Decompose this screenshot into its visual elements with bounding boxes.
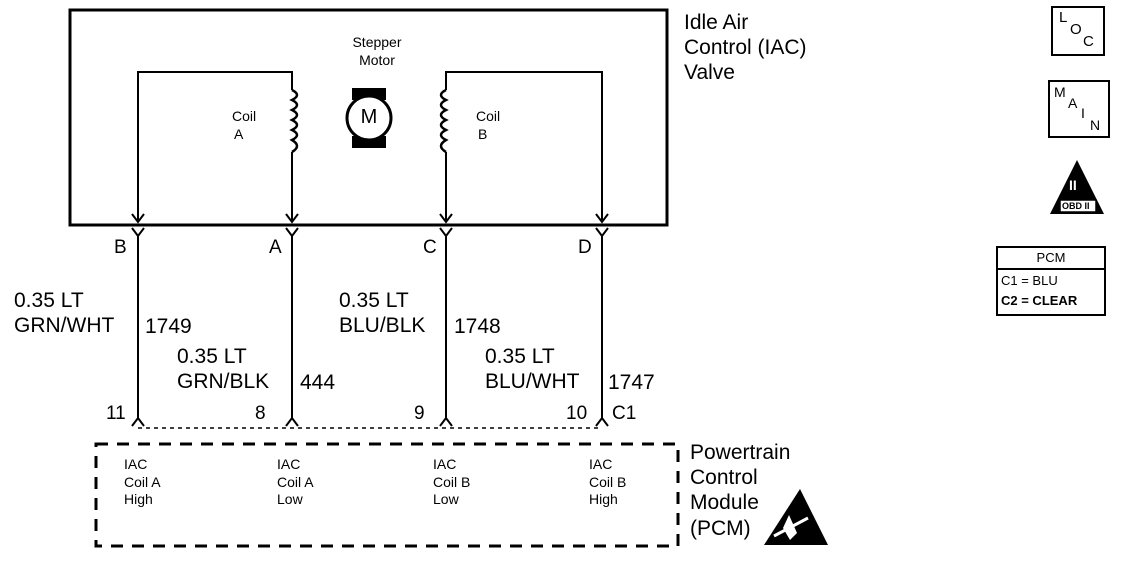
- pcm-key-header: PCM: [998, 248, 1104, 270]
- main-letter-a: A: [1068, 95, 1078, 111]
- pcm-connector-key: PCM C1 = BLU C2 = CLEAR: [996, 246, 1106, 316]
- loc-letter-l: L: [1059, 9, 1068, 26]
- wire-3-color: 0.35 LT BLU/BLK: [339, 288, 425, 338]
- esd-sensitive-icon: [764, 489, 828, 545]
- loc-letter-o: O: [1070, 21, 1082, 38]
- iac-title-line-2: Control (IAC): [684, 36, 807, 60]
- main-letter-n: N: [1090, 117, 1101, 133]
- motor-circle: [345, 94, 393, 142]
- pcm-pin-10: 10: [566, 403, 588, 424]
- pcm-pin-11: 11: [106, 403, 126, 424]
- coil-b-line-1: Coil: [476, 108, 501, 124]
- coil-a-lead-left: [137, 71, 293, 220]
- obd-ii-symbol: II: [1069, 177, 1077, 193]
- valve-pin-a: A: [269, 237, 282, 258]
- wire-4-size: 0.35 LT: [485, 345, 555, 368]
- wire-4-circuit: 1747: [608, 371, 655, 394]
- coil-b-lead-right: [445, 71, 603, 220]
- wire-2-size: 0.35 LT: [177, 345, 247, 368]
- coil-a-line-1: Coil: [232, 108, 257, 124]
- pcm-terminal-1: IAC Coil A High: [124, 456, 161, 509]
- main-badge: M A I N: [1048, 80, 1110, 138]
- stepper-label-line-1: Stepper: [352, 34, 402, 50]
- wire-3-size: 0.35 LT: [339, 289, 409, 312]
- pcm-terminal-3: IAC Coil B Low: [433, 456, 470, 509]
- coil-a-winding: [289, 88, 299, 154]
- pcm-terminal-4-line-3: High: [589, 491, 618, 507]
- coil-b-winding: [439, 88, 449, 154]
- loc-letter-c: C: [1083, 33, 1094, 50]
- pcm-terminal-3-line-1: IAC: [433, 456, 457, 472]
- wire-4-color: 0.35 LT BLU/WHT: [485, 344, 580, 394]
- stepper-motor-label: Stepper Motor: [344, 34, 410, 69]
- pcm-title-line-1: Powertrain: [690, 441, 791, 464]
- pcm-title: Powertrain Control Module (PCM): [690, 440, 790, 541]
- iac-title-line-1: Idle Air: [684, 11, 749, 34]
- pcm-title-line-4: (PCM): [690, 516, 751, 540]
- wire-1-color: 0.35 LT GRN/WHT: [14, 288, 114, 338]
- wire-3-color-code: BLU/BLK: [339, 314, 426, 338]
- pcm-terminal-3-line-3: Low: [433, 491, 459, 507]
- pcm-connector-label: C1: [612, 403, 637, 424]
- loc-badge: L O C: [1051, 6, 1105, 56]
- wire-2-circuit: 444: [300, 371, 336, 394]
- valve-pin-d: D: [578, 237, 592, 258]
- iac-title-line-3: Valve: [684, 61, 735, 85]
- iac-valve-box: [68, 8, 669, 227]
- pcm-terminal-4: IAC Coil B High: [589, 456, 626, 509]
- wire-4-color-code: BLU/WHT: [485, 370, 580, 394]
- pcm-pin-9: 9: [414, 403, 425, 424]
- wire-1-size: 0.35 LT: [14, 289, 84, 312]
- iac-valve-title: Idle Air Control (IAC) Valve: [684, 10, 807, 86]
- coil-a-label: Coil A: [232, 108, 256, 143]
- pcm-connector-symbols: [131, 416, 609, 427]
- wire-1-color-code: GRN/WHT: [14, 314, 115, 338]
- obd-ii-icon: [1050, 160, 1104, 214]
- pcm-title-line-3: Module: [690, 491, 759, 515]
- pcm-key-row-c1: C1 = BLU: [1001, 273, 1058, 288]
- pcm-terminal-2-line-2: Coil A: [277, 473, 314, 490]
- harness-wires: [137, 236, 603, 418]
- pcm-terminal-1-line-3: High: [124, 491, 153, 507]
- main-letter-m: M: [1054, 84, 1066, 100]
- pcm-title-line-2: Control: [690, 466, 758, 490]
- wire-2-color: 0.35 LT GRN/BLK: [177, 344, 269, 394]
- wire-3-circuit: 1748: [454, 315, 501, 338]
- wire-2-color-code: GRN/BLK: [177, 370, 270, 394]
- pcm-terminal-4-line-1: IAC: [589, 456, 613, 472]
- pcm-box: [94, 442, 680, 548]
- valve-pin-b: B: [114, 237, 127, 258]
- coil-a-line-2: A: [234, 125, 244, 142]
- valve-connector-symbols: [131, 227, 609, 238]
- pcm-terminal-3-line-2: Coil B: [433, 473, 471, 490]
- pcm-key-row-c2: C2 = CLEAR: [1001, 293, 1078, 308]
- pcm-terminal-1-line-1: IAC: [124, 456, 148, 472]
- wire-1-circuit: 1749: [145, 315, 192, 338]
- valve-connector-arrows: [131, 213, 609, 224]
- coil-b-label: Coil B: [476, 108, 500, 143]
- pcm-terminal-4-line-2: Coil B: [589, 473, 627, 490]
- motor-symbol: M: [360, 106, 378, 128]
- pcm-pin-8: 8: [255, 403, 266, 424]
- obd-ii-caption: OBD II: [1062, 201, 1090, 211]
- coil-b-line-2: B: [478, 125, 488, 142]
- pcm-terminal-2-line-1: IAC: [277, 456, 301, 472]
- valve-pin-c: C: [423, 237, 437, 258]
- pcm-terminal-2-line-3: Low: [277, 491, 303, 507]
- pcm-terminal-2: IAC Coil A Low: [277, 456, 314, 509]
- stepper-label-line-2: Motor: [359, 51, 395, 68]
- pcm-terminal-1-line-2: Coil A: [124, 473, 161, 490]
- main-letter-i: I: [1081, 105, 1085, 121]
